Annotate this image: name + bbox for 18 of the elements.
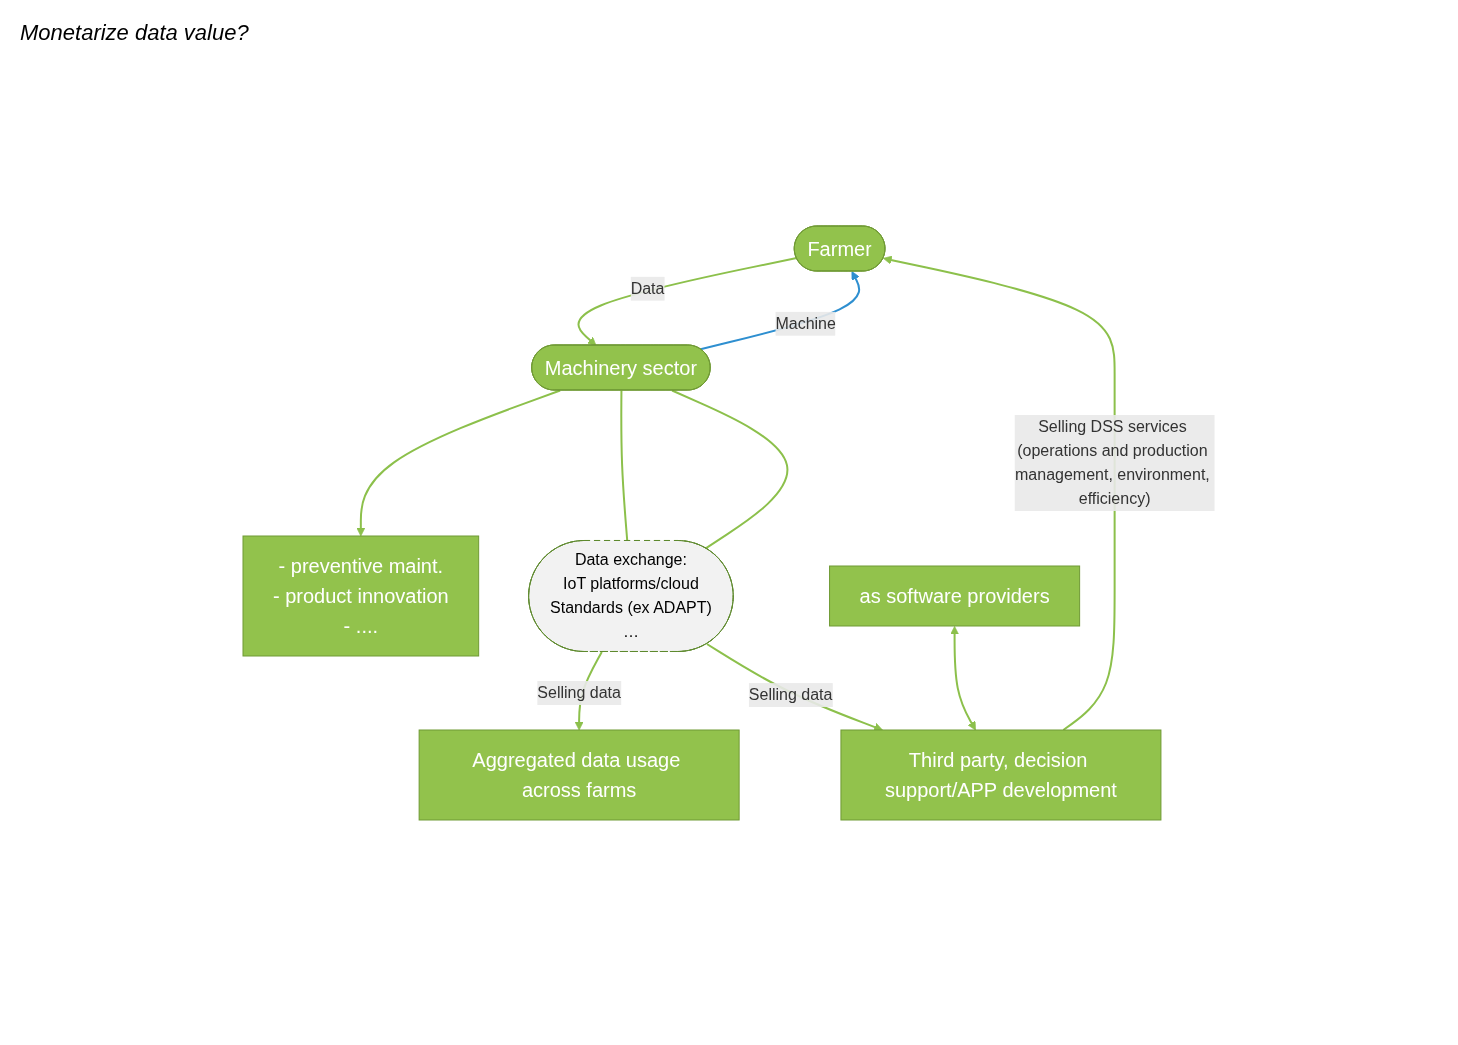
node-box: - preventive maint. - product innovation - .... bbox=[242, 535, 480, 656]
arrow bbox=[706, 642, 884, 731]
connector bbox=[620, 389, 629, 542]
question-note: Monetarize data value? bbox=[20, 20, 249, 46]
arrow bbox=[699, 270, 861, 350]
edge-label: Data bbox=[630, 279, 665, 297]
node-box: as software providers bbox=[829, 565, 1081, 626]
node-box: Third party, decision support/APP development bbox=[840, 729, 1162, 820]
arrow bbox=[356, 389, 562, 536]
connector bbox=[671, 389, 789, 549]
arrow bbox=[577, 256, 798, 346]
edge-label: Machine bbox=[775, 314, 837, 332]
arrow bbox=[883, 255, 1116, 731]
arrow bbox=[950, 625, 977, 730]
edge-label: Selling data bbox=[749, 685, 833, 703]
edge-label: Selling DSS services (operations and production management, environment, efficiency) bbox=[1015, 417, 1210, 507]
edge-label: Selling data bbox=[537, 683, 622, 701]
node-box: Aggregated data usage across farms bbox=[418, 729, 740, 820]
